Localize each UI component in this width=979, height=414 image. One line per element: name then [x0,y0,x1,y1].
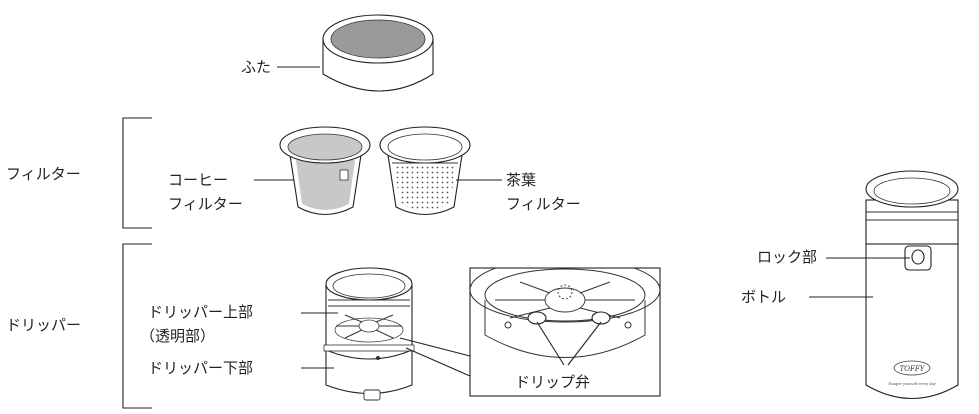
dripper-group-bracket [122,243,152,409]
lid-label: ふた [241,58,271,76]
filter-group-label: フィルター [6,165,81,183]
bottle-logo-text: TOFFY [900,365,926,373]
dripper-lower-label: ドリッパー下部 [148,359,253,377]
tea-filter-label-line1: 茶葉 [506,171,536,189]
dripper-upper-label-line1: ドリッパー上部 [148,303,253,321]
coffee-filter-illustration [279,126,371,216]
lock-label: ロック部 [757,248,817,266]
lid-illustration [322,14,434,92]
zoom-connector-bottom [405,347,471,377]
filter-group-bracket [122,117,152,229]
bottle-logo-tagline: Pamper yourself every day [888,382,935,386]
tea-filter-label-line2: フィルター [506,195,581,213]
drip-valve-label: ドリップ弁 [515,373,590,391]
drip-valve-zoom-box [469,267,661,397]
zoom-connector-top [399,337,471,357]
coffee-filter-label-line1: コーヒー [168,171,228,189]
dripper-group-label: ドリッパー [6,316,81,334]
dripper-upper-label-line2: （透明部） [140,327,215,345]
dripper-illustration [323,267,415,401]
coffee-filter-label-line2: フィルター [168,195,243,213]
tea-filter-illustration [379,126,471,216]
bottle-illustration [865,170,959,399]
bottle-label: ボトル [741,288,786,306]
